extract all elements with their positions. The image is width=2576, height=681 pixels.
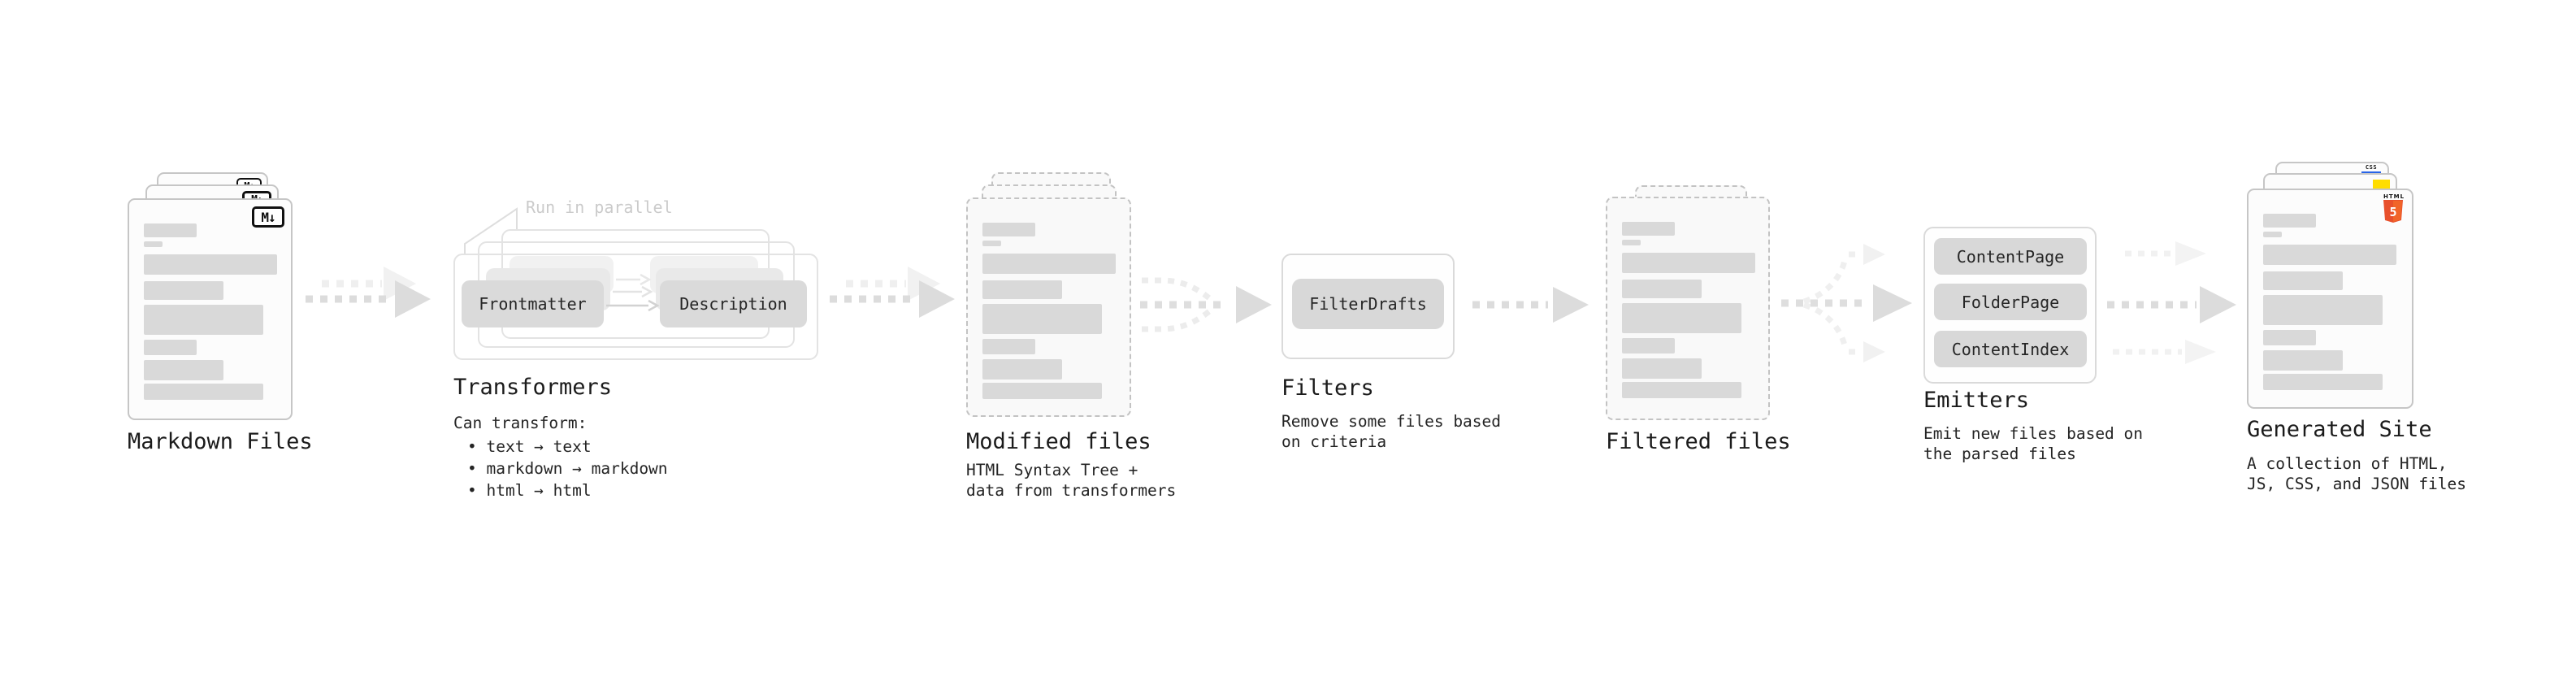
emitter-content-page: ContentPage (1934, 238, 2087, 275)
flow-arrow-filters-to-filtered (1472, 287, 1589, 323)
skeleton-bar (1622, 253, 1755, 273)
chip-description: Description (660, 280, 807, 327)
subtitle-line: the parsed files (1923, 445, 2076, 463)
run-in-parallel-note: Run in parallel (526, 197, 673, 217)
subtitle-line: Emit new files based on (1923, 424, 2144, 443)
subtitle-line: Remove some files based (1281, 412, 1502, 431)
skeleton-bar (144, 281, 223, 300)
file-skeleton (982, 223, 1116, 399)
leader-line (464, 207, 518, 254)
subtitle-line: on criteria (1281, 432, 1387, 451)
file-card-front (1606, 197, 1770, 420)
skeleton-bar (1622, 358, 1702, 379)
skeleton-bar (1622, 280, 1702, 298)
list-item: • text → text (467, 437, 592, 456)
file-skeleton (2263, 214, 2396, 390)
skeleton-bar (144, 384, 263, 400)
skeleton-bar (1622, 240, 1641, 245)
skeleton-bar (144, 360, 223, 380)
skeleton-bar (144, 340, 197, 355)
skeleton-bar (982, 339, 1035, 354)
flow-arrow-split-to-emitters (1781, 244, 1912, 362)
chip-frontmatter: Frontmatter (462, 280, 604, 327)
skeleton-bar (982, 359, 1062, 380)
skeleton-bar (144, 241, 163, 247)
generated-site-subtitle: A collection of HTML, JS, CSS, and JSON … (2247, 453, 2466, 494)
skeleton-bar (2263, 295, 2383, 325)
html5-icon: HTML 5 (2383, 193, 2405, 226)
flow-arrow-emitters-to-site (2107, 241, 2236, 364)
skeleton-bar (982, 223, 1035, 236)
transformers-capability-list: • text → text • markdown → markdown • ht… (453, 436, 668, 501)
skeleton-bar (2263, 245, 2396, 265)
skeleton-bar (2263, 271, 2343, 290)
markdown-icon: M↓ (252, 206, 284, 228)
skeleton-bar (2263, 330, 2316, 345)
flow-arrow-transformers-to-modified (830, 267, 955, 318)
emitter-folder-page: FolderPage (1934, 284, 2087, 320)
filters-subtitle: Remove some files based on criteria (1281, 411, 1501, 452)
emitter-content-index: ContentIndex (1934, 331, 2087, 367)
emitters-subtitle: Emit new files based on the parsed files (1923, 423, 2143, 464)
skeleton-bar (982, 280, 1062, 299)
file-card-front (966, 197, 1131, 417)
file-skeleton (1622, 222, 1755, 398)
stage-title-markdown-files: Markdown Files (128, 429, 313, 454)
flow-arrow-markdown-to-transformers (306, 267, 431, 318)
skeleton-bar (144, 305, 263, 335)
modified-files-subtitle: HTML Syntax Tree + data from transformer… (966, 460, 1176, 501)
skeleton-bar (2263, 374, 2383, 390)
list-item: • markdown → markdown (467, 459, 668, 478)
skeleton-bar (1622, 382, 1741, 398)
stage-title-modified-files: Modified files (966, 429, 1151, 454)
transformers-description: Can transform: (453, 414, 588, 432)
javascript-icon (2373, 180, 2390, 189)
skeleton-bar (1622, 222, 1675, 236)
subtitle-line: data from transformers (966, 481, 1177, 500)
skeleton-bar (982, 254, 1116, 274)
subtitle-line: HTML Syntax Tree + (966, 461, 1138, 479)
skeleton-bar (2263, 232, 2282, 237)
stage-title-emitters: Emitters (1923, 388, 2030, 413)
flow-arrow-merge-to-filters (1140, 277, 1272, 332)
skeleton-bar (144, 223, 197, 237)
html5-icon-label: HTML (2383, 193, 2405, 200)
html5-shield: 5 (2383, 200, 2403, 223)
skeleton-bar (982, 241, 1001, 246)
chip-flow-arrows (606, 273, 660, 312)
stage-title-generated-site: Generated Site (2247, 417, 2432, 442)
skeleton-bar (1622, 303, 1741, 333)
chip-filter-drafts: FilterDrafts (1292, 279, 1444, 329)
html5-number: 5 (2389, 205, 2396, 219)
subtitle-line: JS, CSS, and JSON files (2247, 475, 2467, 493)
stage-title-filters: Filters (1281, 375, 1374, 401)
file-card-front: M↓ (128, 198, 293, 420)
skeleton-bar (982, 304, 1102, 334)
transformer-layer-front (453, 254, 818, 360)
css-icon-label: CSS (2365, 164, 2378, 171)
skeleton-bar (982, 383, 1102, 399)
skeleton-bar (2263, 214, 2316, 228)
skeleton-bar (2263, 350, 2343, 371)
list-item: • html → html (467, 481, 592, 500)
stage-title-filtered-files: Filtered files (1606, 429, 1791, 454)
skeleton-bar (144, 254, 277, 275)
file-skeleton (144, 223, 277, 400)
stage-title-transformers: Transformers (453, 375, 613, 400)
subtitle-line: A collection of HTML, (2247, 454, 2448, 473)
file-card-front: HTML 5 (2247, 189, 2413, 409)
skeleton-bar (1622, 338, 1675, 354)
